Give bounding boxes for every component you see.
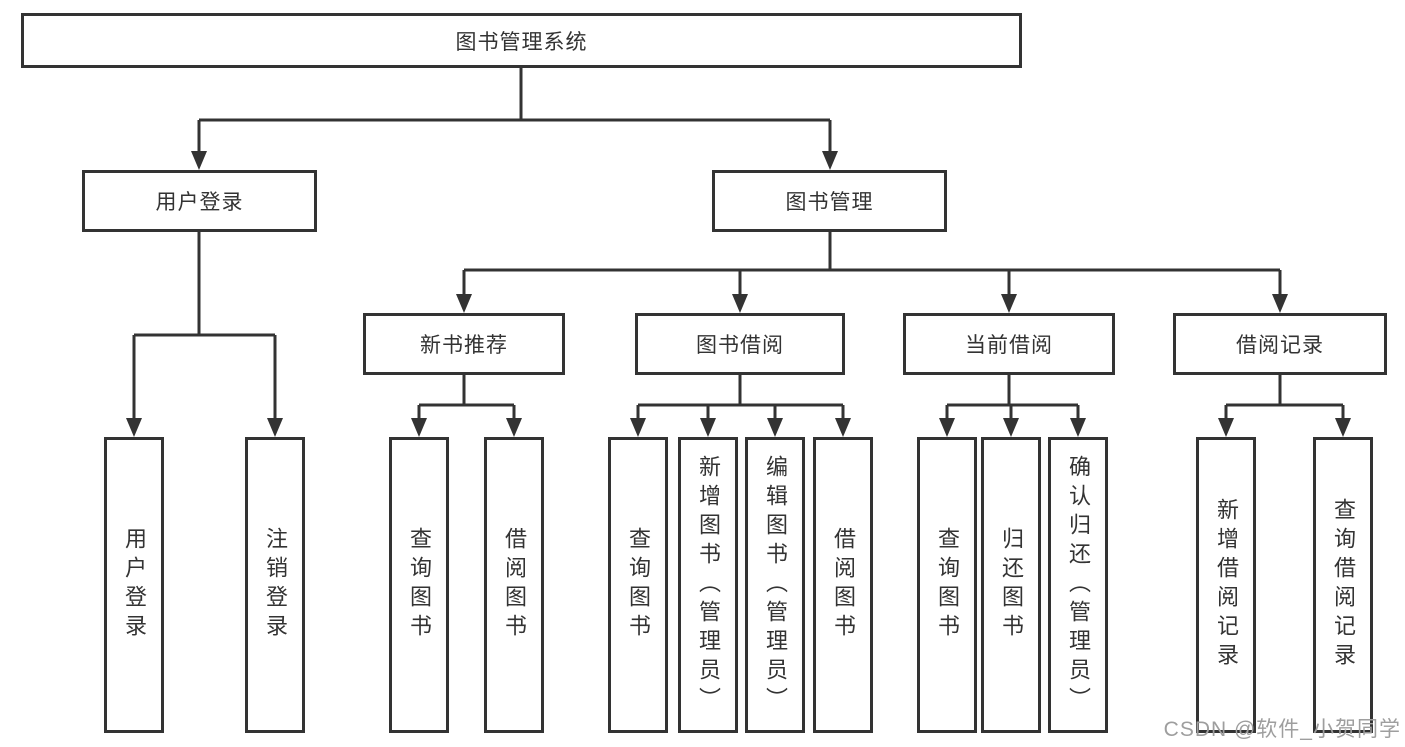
leaf-confirm-return-admin: 确认归还（管理员）: [1048, 437, 1108, 733]
node-book-borrow: 图书借阅: [635, 313, 845, 375]
leaf-label: 查询图书: [935, 527, 960, 643]
leaf-label: 归还图书: [999, 527, 1024, 643]
leaf-label: 确认归还（管理员）: [1066, 454, 1091, 716]
leaf-label: 查询图书: [407, 527, 432, 643]
node-borrow-records: 借阅记录: [1173, 313, 1387, 375]
node-library-system-root: 图书管理系统: [21, 13, 1022, 68]
leaf-label: 新增借阅记录: [1214, 498, 1239, 672]
leaf-label: 注销登录: [263, 527, 288, 643]
leaf-borrow-books-2: 借阅图书: [813, 437, 873, 733]
leaf-label: 用户登录: [122, 527, 147, 643]
leaf-label: 借阅图书: [502, 527, 527, 643]
leaf-label: 新增图书（管理员）: [696, 454, 721, 716]
leaf-label: 查询图书: [626, 527, 651, 643]
leaf-label: 编辑图书（管理员）: [763, 454, 788, 716]
leaf-query-books-2: 查询图书: [608, 437, 668, 733]
leaf-borrow-books-1: 借阅图书: [484, 437, 544, 733]
leaf-label: 借阅图书: [831, 527, 856, 643]
csdn-watermark: CSDN @软件_小贺同学: [1163, 718, 1401, 741]
node-book-management-branch: 图书管理: [712, 170, 947, 232]
node-new-book-recommend: 新书推荐: [363, 313, 565, 375]
leaf-label: 查询借阅记录: [1331, 498, 1356, 672]
leaf-edit-books-admin: 编辑图书（管理员）: [745, 437, 805, 733]
leaf-user-login: 用户登录: [104, 437, 164, 733]
leaf-query-books-3: 查询图书: [917, 437, 977, 733]
leaf-query-books-1: 查询图书: [389, 437, 449, 733]
leaf-add-books-admin: 新增图书（管理员）: [678, 437, 738, 733]
node-user-login-branch: 用户登录: [82, 170, 317, 232]
node-current-borrow: 当前借阅: [903, 313, 1115, 375]
leaf-add-borrow-record: 新增借阅记录: [1196, 437, 1256, 733]
leaf-logout: 注销登录: [245, 437, 305, 733]
leaf-query-borrow-record: 查询借阅记录: [1313, 437, 1373, 733]
leaf-return-books: 归还图书: [981, 437, 1041, 733]
arrowhead-icons: [126, 151, 1351, 437]
